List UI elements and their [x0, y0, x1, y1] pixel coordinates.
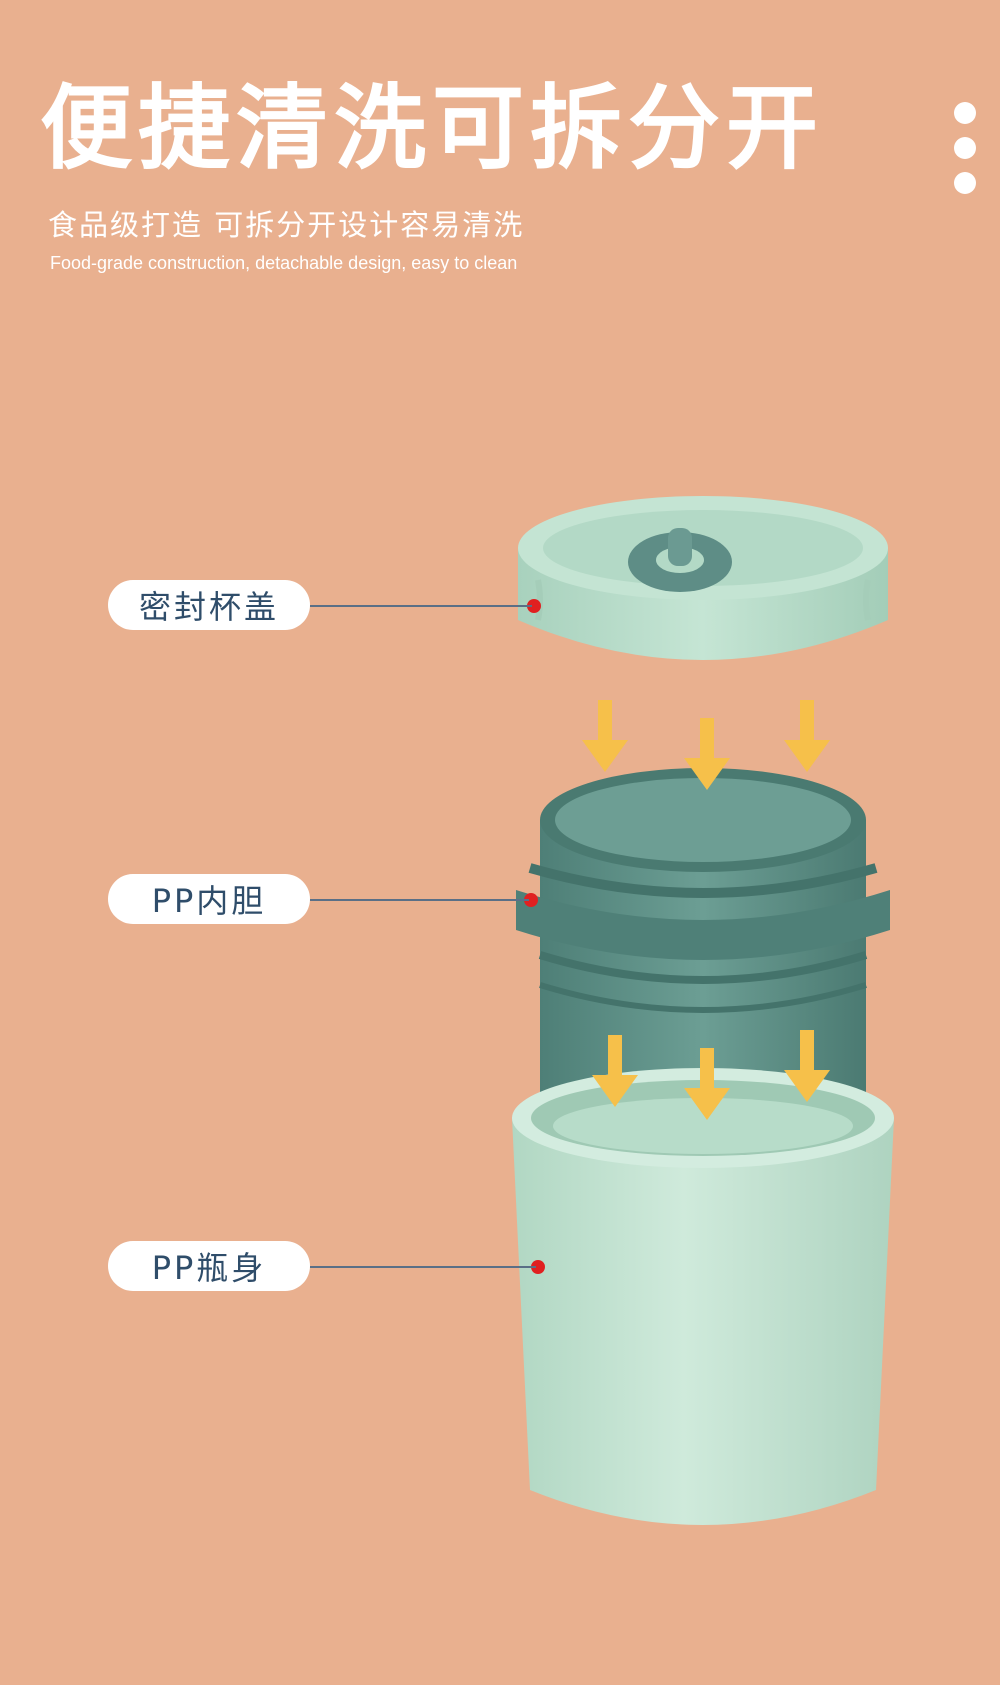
leader-line-body — [310, 1266, 536, 1268]
subtitle-chinese: 食品级打造 可拆分开设计容易清洗 — [48, 208, 525, 242]
bottle-body — [512, 1068, 894, 1525]
down-arrow-icon — [582, 700, 830, 790]
label-body: PP瓶身 — [108, 1241, 310, 1291]
label-lid: 密封杯盖 — [108, 580, 310, 630]
marker-lid — [527, 599, 541, 613]
dot — [954, 172, 976, 194]
lid — [518, 496, 888, 660]
down-arrow-icon — [592, 1030, 830, 1120]
marker-body — [531, 1260, 545, 1274]
leader-line-liner — [310, 899, 529, 901]
page-title: 便捷清洗可拆分开 — [40, 75, 825, 182]
subtitle-english: Food-grade construction, detachable desi… — [50, 253, 518, 273]
leader-line-lid — [310, 605, 532, 607]
marker-liner — [524, 893, 538, 907]
dot — [954, 137, 976, 159]
vertical-dots-icon[interactable] — [954, 102, 978, 207]
label-liner: PP内胆 — [108, 874, 310, 924]
dot — [954, 102, 976, 124]
